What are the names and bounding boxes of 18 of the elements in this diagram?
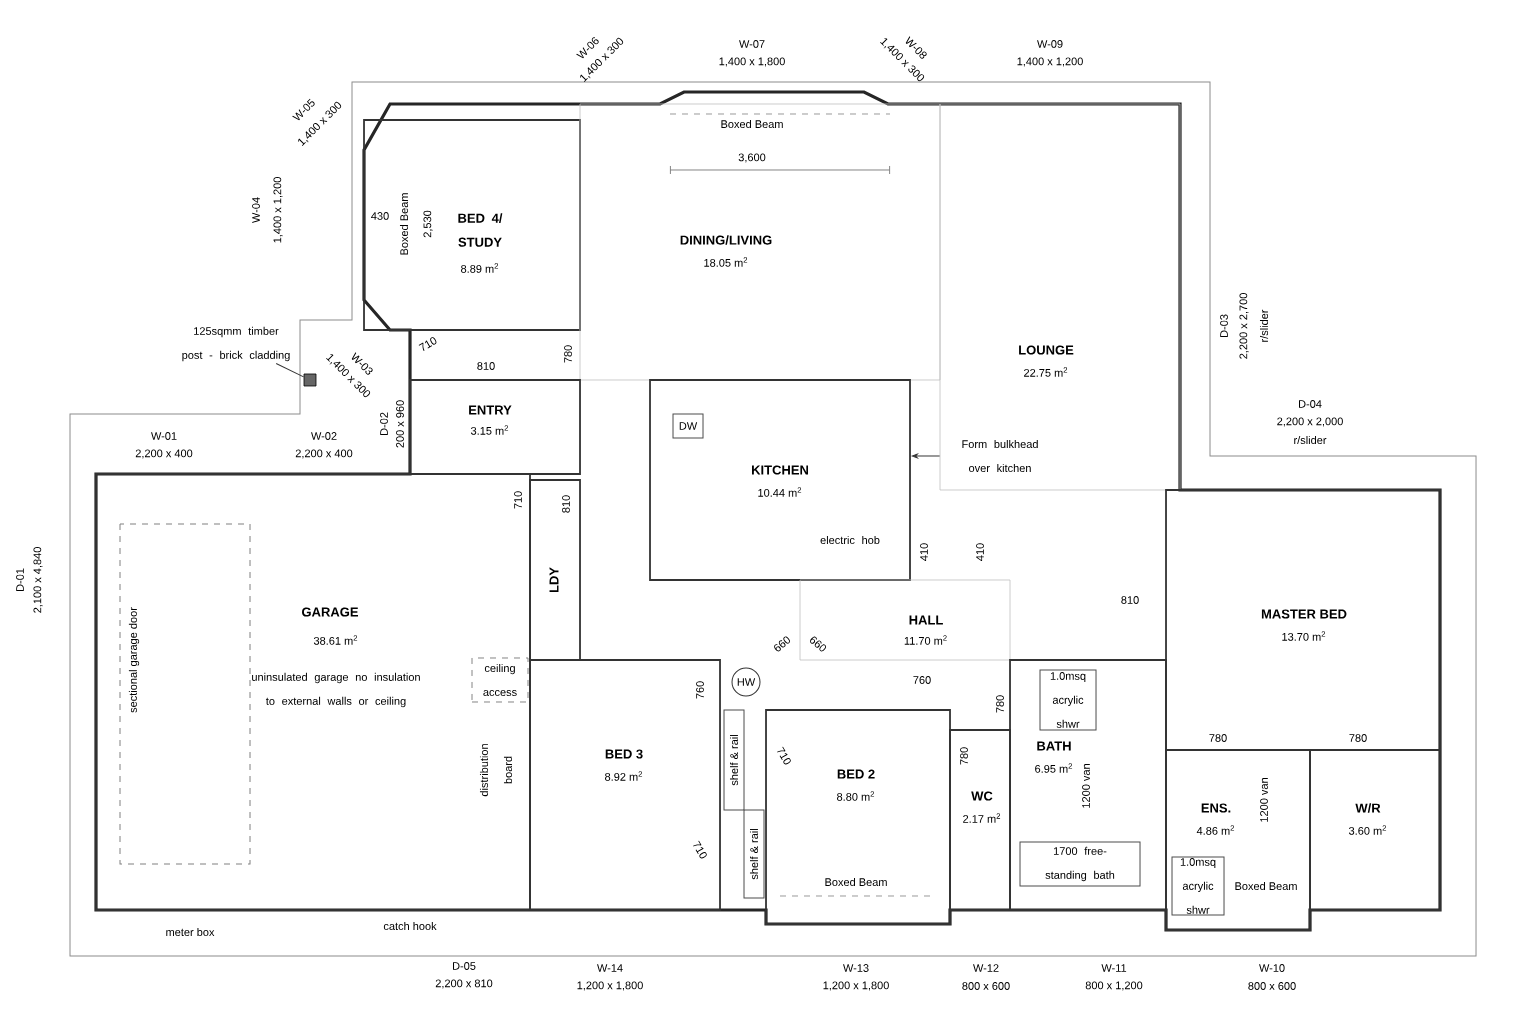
room	[1165, 749, 1311, 931]
leader-line	[275, 363, 305, 378]
room	[529, 479, 581, 661]
room	[363, 119, 581, 331]
room	[579, 103, 941, 381]
room	[95, 473, 531, 911]
room	[529, 659, 721, 911]
room	[1009, 659, 1167, 911]
room	[409, 379, 581, 475]
room	[939, 103, 1181, 491]
room	[649, 379, 911, 581]
arrow	[911, 453, 941, 459]
room	[765, 709, 951, 925]
room	[949, 729, 1011, 911]
room	[799, 579, 1011, 661]
room	[1309, 749, 1441, 911]
room	[1165, 489, 1441, 751]
timber-post	[303, 373, 317, 387]
